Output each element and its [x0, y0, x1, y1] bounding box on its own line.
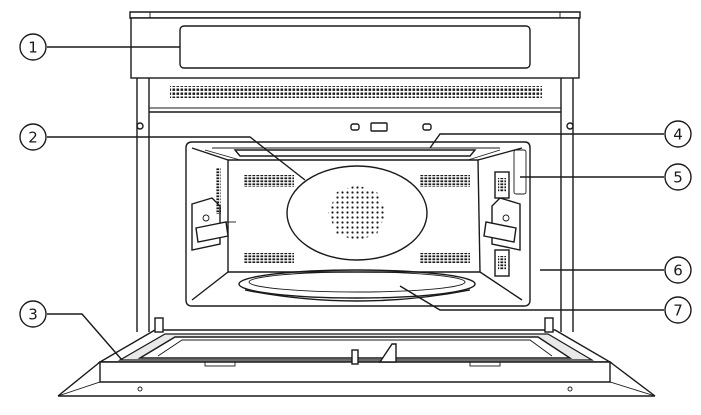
- oven-body: [136, 78, 574, 332]
- ventilation-grille: [170, 86, 542, 98]
- back-wall-grille-bottom-left: [244, 253, 294, 263]
- callout-2: 2: [19, 123, 47, 151]
- callout-number: 6: [673, 262, 683, 280]
- callout-4: 4: [664, 120, 692, 148]
- callout-5: 5: [664, 163, 692, 191]
- left-shelf-support: [191, 168, 236, 251]
- oven-door: [57, 317, 656, 397]
- control-panel: [130, 17, 580, 79]
- door-latch-slots: [350, 122, 432, 132]
- callout-number: 3: [28, 306, 38, 324]
- callout-number: 5: [673, 169, 683, 187]
- back-wall-grille-top-left: [244, 175, 294, 187]
- back-wall-grille-top-right: [420, 175, 470, 187]
- callout-number: 1: [28, 39, 38, 57]
- callout-number: 7: [673, 302, 683, 320]
- callout-number: 2: [28, 129, 38, 147]
- fan-cover: [286, 165, 428, 261]
- callout-7: 7: [664, 296, 692, 324]
- top-trim: [129, 11, 581, 19]
- callout-1: 1: [19, 33, 47, 61]
- leader-lines: [47, 46, 664, 361]
- oven-cavity: [185, 141, 531, 307]
- right-shelf-support: [483, 149, 527, 277]
- callout-number: 4: [673, 126, 683, 144]
- callout-3: 3: [19, 300, 47, 328]
- control-panel-display: [179, 25, 531, 69]
- callout-6: 6: [664, 256, 692, 284]
- back-wall-grille-bottom-right: [420, 253, 470, 263]
- turntable-tray: [238, 269, 476, 302]
